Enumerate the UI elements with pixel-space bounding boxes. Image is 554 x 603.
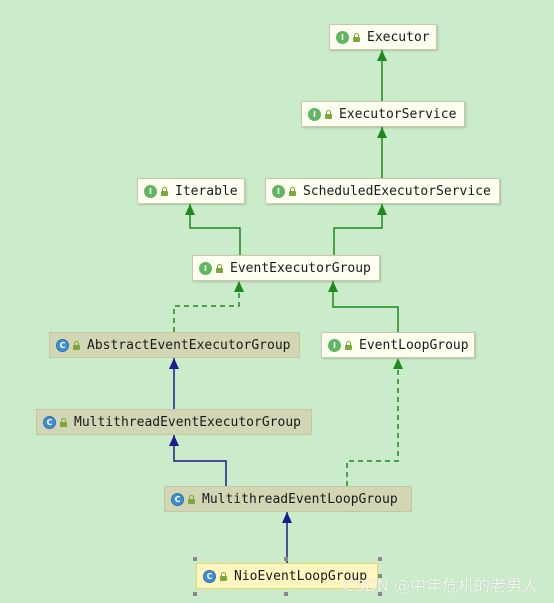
arrowhead	[393, 358, 403, 369]
edge-abstract-event-executor-group-to-event-executor-group	[173, 281, 240, 332]
edge-event-loop-group-to-event-executor-group	[332, 281, 399, 332]
resize-handle[interactable]	[193, 557, 197, 561]
edge-multithread-event-loop-group-to-multithread-event-executor-group	[173, 435, 227, 486]
arrowhead	[377, 50, 387, 61]
arrowhead	[282, 512, 292, 523]
arrowhead	[234, 281, 244, 292]
node-label: EventLoopGroup	[359, 337, 469, 353]
node-event-executor-group[interactable]: I EventExecutorGroup	[192, 255, 380, 281]
node-multithread-event-loop-group[interactable]: C MultithreadEventLoopGroup	[164, 486, 412, 512]
public-access-icon	[187, 494, 196, 504]
node-label: EventExecutorGroup	[230, 260, 371, 276]
node-label: NioEventLoopGroup	[234, 568, 368, 584]
node-label: Iterable	[175, 183, 238, 199]
node-abstract-event-executor-group[interactable]: C AbstractEventExecutorGroup	[49, 332, 300, 358]
resize-handle[interactable]	[284, 557, 288, 561]
arrowhead	[185, 204, 195, 215]
node-label: MultithreadEventLoopGroup	[202, 491, 398, 507]
node-executor[interactable]: I Executor	[329, 24, 437, 50]
interface-icon: I	[336, 30, 349, 44]
interface-icon: I	[144, 184, 157, 198]
public-access-icon	[344, 340, 353, 350]
interface-icon: I	[272, 184, 285, 198]
public-access-icon	[59, 417, 68, 427]
public-access-icon	[72, 340, 81, 350]
arrowhead	[377, 127, 387, 138]
node-event-loop-group[interactable]: I EventLoopGroup	[321, 332, 475, 358]
class-icon: C	[43, 415, 56, 429]
class-icon: C	[203, 569, 216, 583]
resize-handle[interactable]	[193, 592, 197, 596]
resize-handle[interactable]	[378, 574, 382, 578]
public-access-icon	[160, 186, 169, 196]
node-label: AbstractEventExecutorGroup	[87, 337, 291, 353]
interface-icon: I	[199, 261, 212, 275]
edge-event-executor-group-to-scheduled-executor-service	[333, 204, 383, 255]
resize-handle[interactable]	[378, 557, 382, 561]
public-access-icon	[215, 263, 224, 273]
public-access-icon	[352, 32, 361, 42]
arrowhead	[169, 358, 179, 369]
public-access-icon	[219, 571, 228, 581]
node-nio-event-loop-group[interactable]: C NioEventLoopGroup	[196, 563, 378, 589]
arrowhead	[377, 204, 387, 215]
node-multithread-event-executor-group[interactable]: C MultithreadEventExecutorGroup	[36, 409, 312, 435]
public-access-icon	[288, 186, 297, 196]
node-scheduled-executor-service[interactable]: I ScheduledExecutorService	[265, 178, 500, 204]
arrowhead	[328, 281, 338, 292]
edge-event-executor-group-to-iterable	[189, 204, 241, 255]
interface-icon: I	[308, 107, 321, 121]
interface-icon: I	[328, 338, 341, 352]
class-icon: C	[56, 338, 69, 352]
public-access-icon	[324, 109, 333, 119]
arrowhead	[169, 435, 179, 446]
node-label: ScheduledExecutorService	[303, 183, 491, 199]
edge-multithread-event-loop-group-to-event-loop-group	[346, 358, 399, 486]
resize-handle[interactable]	[378, 592, 382, 596]
node-label: Executor	[367, 29, 430, 45]
watermark-text: CSDN @中年危机的老男人	[343, 576, 538, 595]
node-label: MultithreadEventExecutorGroup	[74, 414, 301, 430]
class-icon: C	[171, 492, 184, 506]
node-label: ExecutorService	[339, 106, 457, 122]
node-executor-service[interactable]: I ExecutorService	[301, 101, 465, 127]
resize-handle[interactable]	[284, 592, 288, 596]
node-iterable[interactable]: I Iterable	[137, 178, 245, 204]
